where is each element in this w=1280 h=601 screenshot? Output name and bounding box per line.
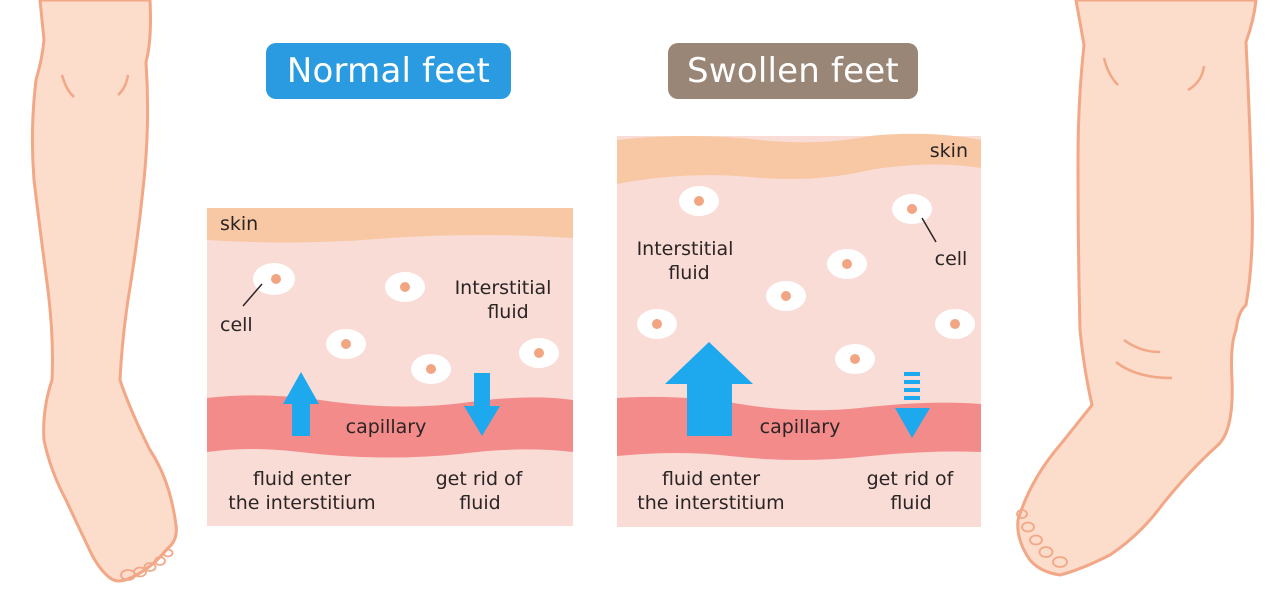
normal-exit-label-line1: get rid of xyxy=(436,468,524,490)
swollen-knee-crease-right xyxy=(1187,65,1206,92)
swollen-capillary-label: capillary xyxy=(760,416,841,438)
large-fluid-in-arrow-icon xyxy=(665,342,753,436)
swollen-exit-label-line1: get rid of xyxy=(867,468,955,490)
swollen-skin-layer xyxy=(617,133,981,184)
normal-fluid-label-line2: fluid xyxy=(487,301,528,323)
cell-pointer-line xyxy=(242,283,263,307)
swollen-leg-shape xyxy=(1016,0,1258,577)
normal-feet-title: Normal feet xyxy=(266,43,511,99)
cell xyxy=(679,186,719,216)
normal-tissue-panel: skin cell Interstitial fluid capillary f… xyxy=(207,208,573,526)
swollen-exit-label-line2: fluid xyxy=(890,492,931,514)
swollen-tissue-panel: skin cell Interstitial fluid capillary f… xyxy=(617,133,981,527)
normal-enter-label-line2: the interstitium xyxy=(228,492,375,514)
normal-cells xyxy=(253,263,559,384)
swollen-knee-crease-left xyxy=(1102,57,1119,86)
swollen-feet-title: Swollen feet xyxy=(668,43,918,99)
normal-leg-illustration xyxy=(30,0,178,583)
knee-crease-right xyxy=(117,74,130,96)
normal-exit-label-line2: fluid xyxy=(459,492,500,514)
swollen-toes xyxy=(1016,509,1068,568)
normal-cell-label: cell xyxy=(220,314,253,336)
normal-fluid-label-line1: Interstitial xyxy=(455,277,552,299)
normal-toes xyxy=(120,548,174,581)
ankle-fold-2 xyxy=(1115,361,1173,380)
cell xyxy=(766,281,806,311)
swollen-enter-label-line2: the interstitium xyxy=(637,492,784,514)
cell xyxy=(519,338,559,368)
weak-fluid-out-arrow-icon xyxy=(895,372,930,438)
cell-pointer-line xyxy=(921,217,937,243)
cell xyxy=(892,194,932,224)
cell xyxy=(385,272,425,302)
cell xyxy=(935,309,975,339)
swollen-cells xyxy=(637,186,975,374)
fluid-out-arrow-icon xyxy=(464,373,500,436)
normal-tissue-bg xyxy=(207,208,573,526)
cell xyxy=(411,354,451,384)
knee-crease-left xyxy=(60,74,75,98)
cell xyxy=(835,344,875,374)
cell xyxy=(326,329,366,359)
cell xyxy=(637,309,677,339)
swollen-fluid-label-line2: fluid xyxy=(668,262,709,284)
swollen-skin-label: skin xyxy=(930,140,968,162)
normal-enter-label-line1: fluid enter xyxy=(253,468,351,490)
ankle-fold-1 xyxy=(1123,338,1161,354)
swollen-fluid-label-line1: Interstitial xyxy=(637,238,734,260)
normal-capillary-label: capillary xyxy=(346,416,427,438)
cell xyxy=(253,263,295,295)
fluid-in-arrow-icon xyxy=(283,372,319,436)
normal-skin-label: skin xyxy=(220,213,258,235)
cell xyxy=(827,249,867,279)
swollen-leg-illustration xyxy=(1016,0,1258,577)
normal-skin-layer xyxy=(207,208,573,243)
swollen-cell-label: cell xyxy=(935,248,968,270)
swollen-enter-label-line1: fluid enter xyxy=(662,468,760,490)
normal-leg-shape xyxy=(30,0,178,583)
